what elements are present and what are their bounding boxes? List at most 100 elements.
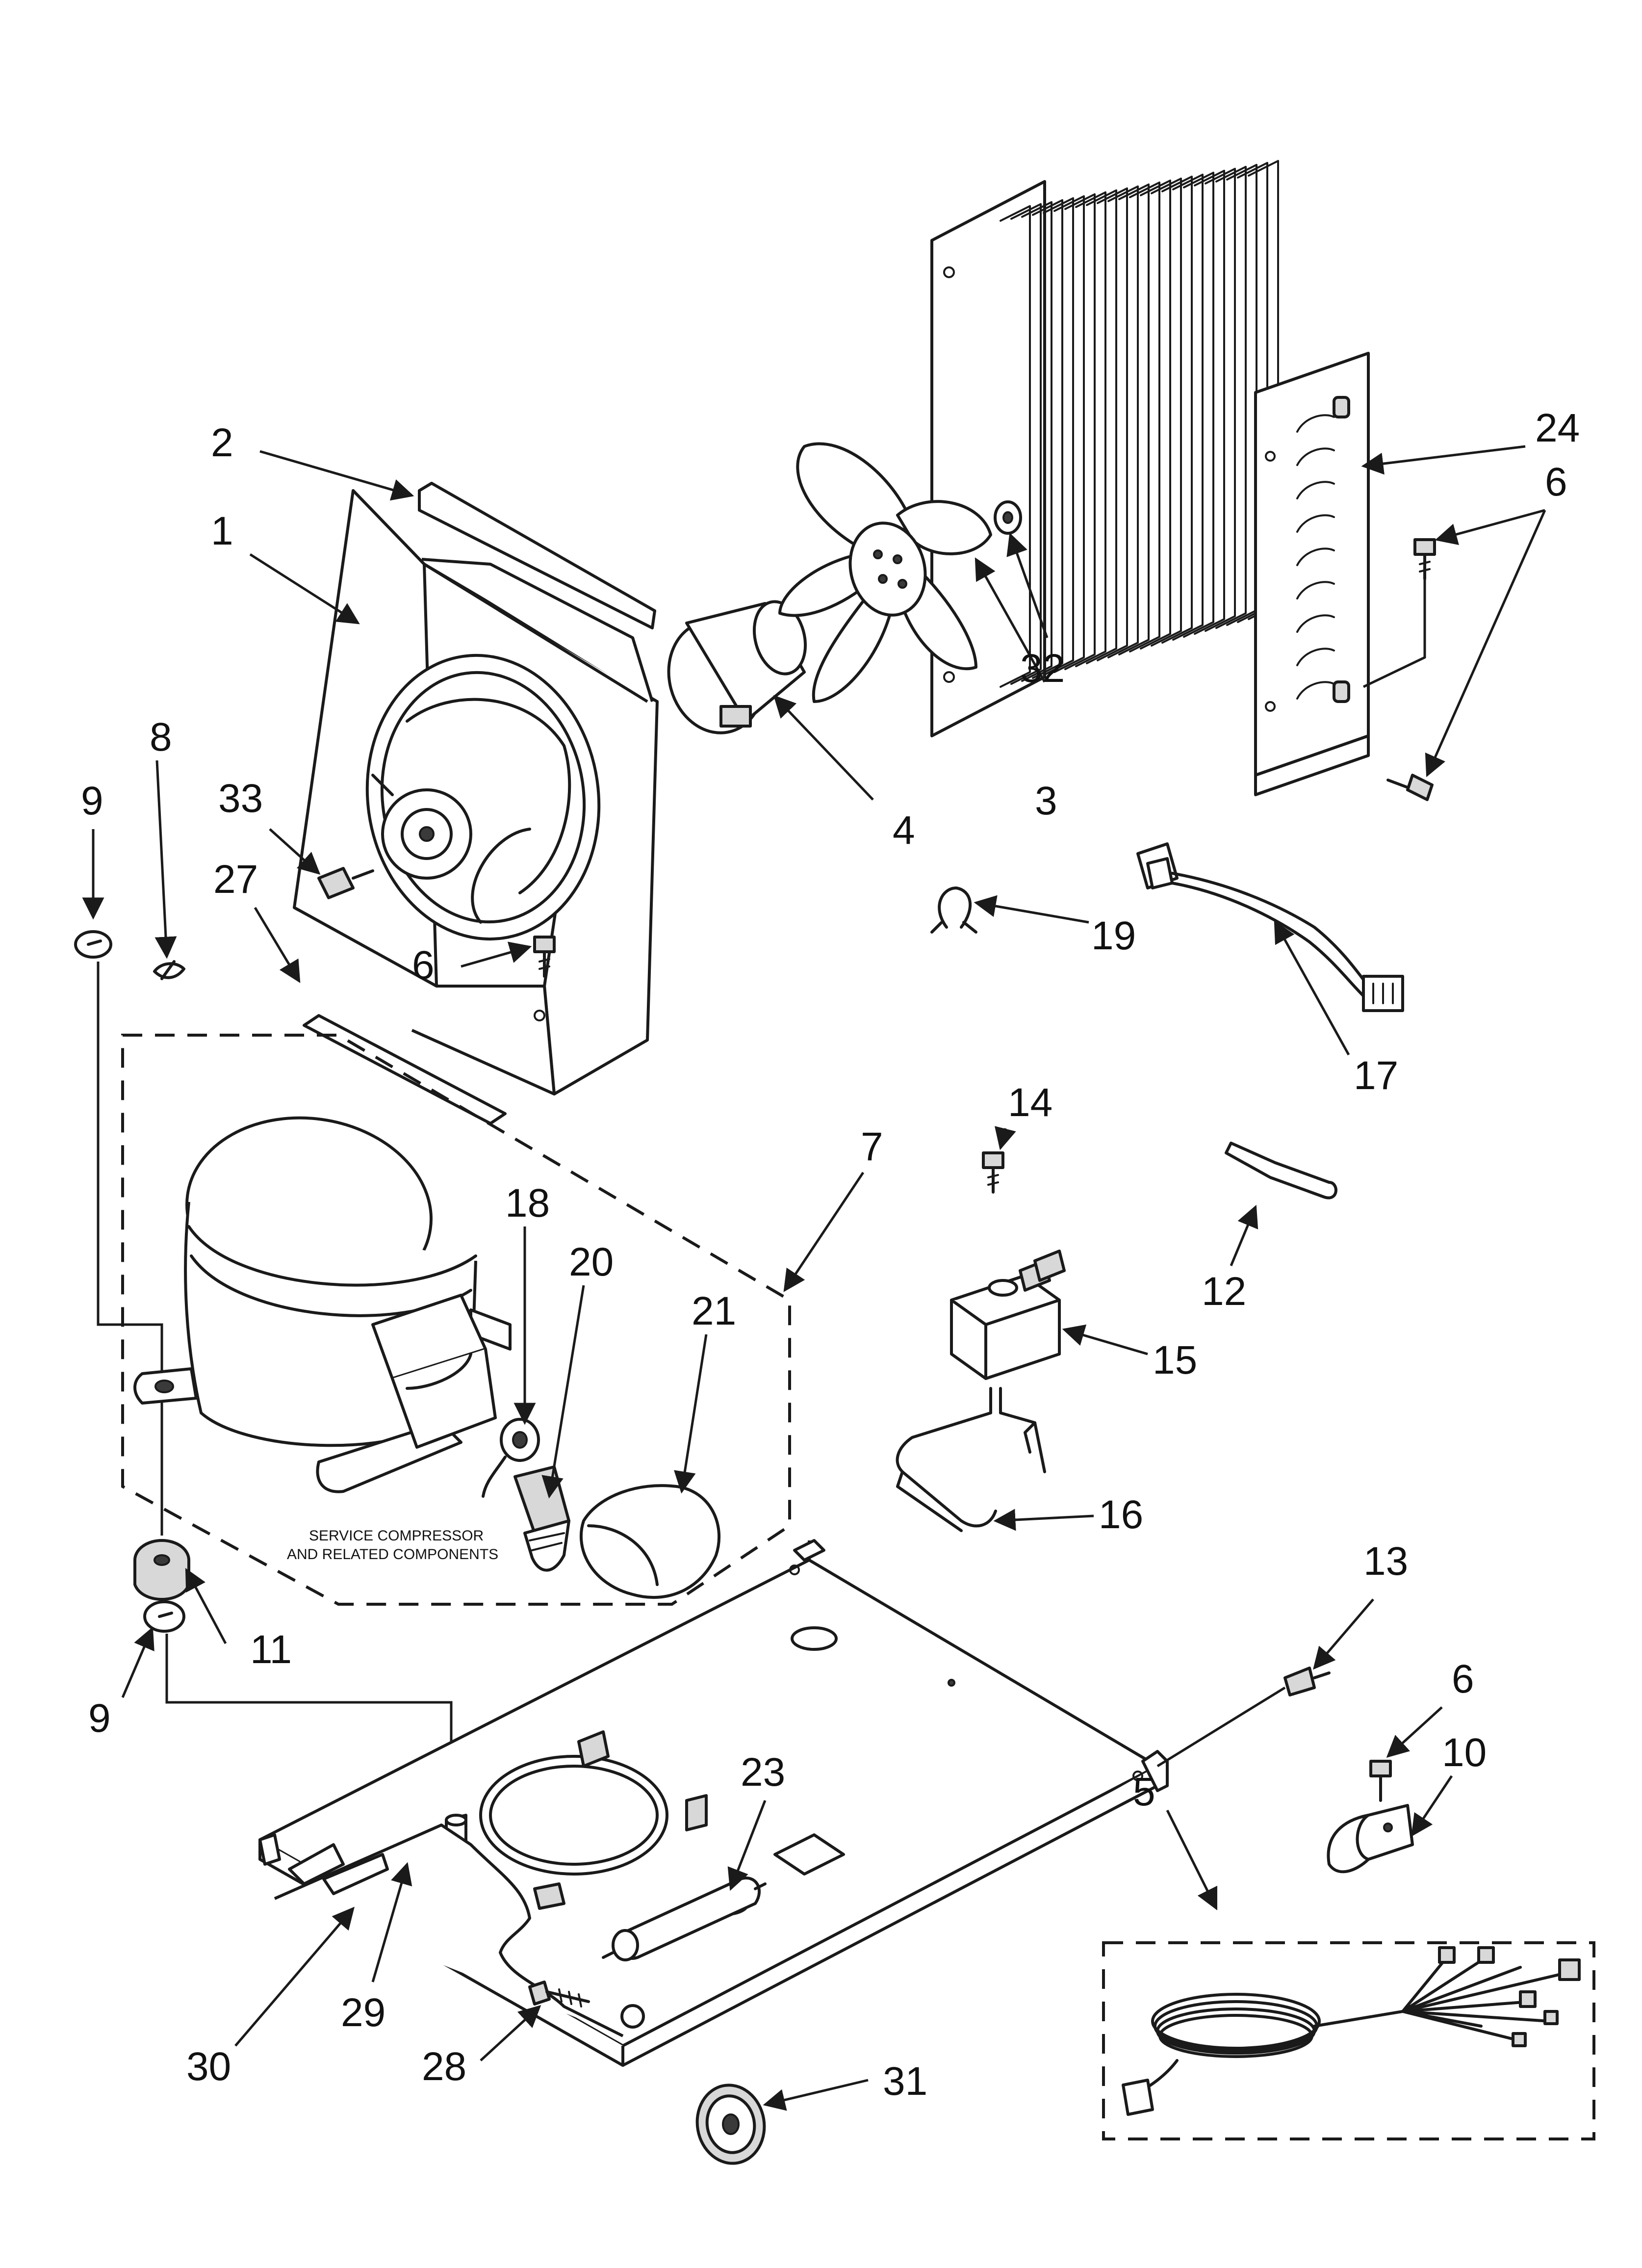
grommet-part — [133, 1539, 190, 1601]
callout-31: 31 — [883, 2059, 927, 2104]
fan-shroud-part — [293, 489, 659, 1095]
callout-9b: 9 — [88, 1696, 111, 1741]
callout-29: 29 — [341, 1990, 385, 2035]
fan-blade-part — [778, 442, 992, 703]
condenser-fin — [1086, 189, 1117, 664]
callout-14: 14 — [1008, 1080, 1052, 1125]
callout-27: 27 — [213, 857, 258, 902]
wheel-part — [695, 2084, 766, 2165]
power-cord-group-outline — [1102, 1941, 1595, 2140]
callout-19: 19 — [1091, 913, 1136, 958]
condenser-fin — [1172, 174, 1204, 641]
screw-part-13 — [1156, 1667, 1331, 1768]
condenser-fin — [1194, 170, 1225, 635]
relay-cover-part — [579, 1484, 721, 1599]
overload-part — [482, 1418, 540, 1498]
condenser-fin — [1215, 166, 1247, 629]
condenser-fin — [1097, 187, 1128, 661]
callout-9a: 9 — [81, 779, 103, 823]
callout-3: 3 — [1035, 779, 1057, 823]
condenser-fin — [1010, 203, 1042, 685]
solenoid-coil-part — [950, 1250, 1066, 1380]
compressor-group-outline — [121, 1034, 791, 1606]
callout-12: 12 — [1202, 1269, 1246, 1314]
leader-lines — [82, 445, 1546, 2111]
callout-11: 11 — [250, 1627, 292, 1672]
condenser-fin — [1064, 193, 1096, 670]
condenser-tube-loop — [1296, 648, 1335, 666]
callout-2: 2 — [211, 420, 233, 465]
callout-5: 5 — [1133, 1770, 1155, 1814]
callout-8: 8 — [150, 715, 172, 759]
condenser-fin — [1129, 182, 1160, 652]
relay-part — [513, 1465, 570, 1572]
tube-part — [1225, 1142, 1337, 1199]
callout-6b: 6 — [412, 943, 435, 988]
condenser-tube-loop — [1296, 481, 1335, 499]
condenser-fin — [1205, 168, 1236, 632]
condenser-fin — [1140, 180, 1171, 650]
plate-part — [303, 1014, 507, 1125]
condenser-fin — [1032, 199, 1063, 679]
callout-21: 21 — [692, 1289, 736, 1333]
condenser-fin — [1237, 162, 1268, 623]
condenser-fin — [1118, 183, 1150, 655]
screw-part-6a — [533, 936, 556, 978]
callout-30: 30 — [186, 2044, 231, 2089]
screw-part-6b — [1413, 538, 1436, 580]
base-pan-part — [258, 1539, 1169, 2067]
callout-18: 18 — [505, 1181, 550, 1225]
condenser-tube-loop — [1296, 681, 1335, 700]
screw-part-6c — [1386, 774, 1434, 801]
condenser-tube-loop — [1296, 514, 1335, 533]
callout-labels: 2 1 3 4 32 24 6 8 9 33 27 6 19 17 14 7 1… — [81, 406, 1580, 2104]
callout-33: 33 — [218, 776, 263, 821]
screw-part-14 — [982, 1151, 1004, 1194]
compressor-part — [133, 1116, 512, 1493]
condenser-fin — [1053, 195, 1085, 673]
service-note-line2: AND RELATED COMPONENTS — [287, 1546, 498, 1563]
callout-13: 13 — [1363, 1539, 1408, 1584]
condenser-fin — [1021, 201, 1052, 682]
solenoid-bracket-part — [896, 1387, 1046, 1532]
condenser-tube-loop — [1296, 447, 1335, 466]
wire-harness-part — [1136, 842, 1404, 1012]
condenser-tube-loops — [1296, 414, 1335, 700]
strip-part — [418, 482, 656, 629]
condenser-tube-loop — [1296, 614, 1335, 633]
callout-23: 23 — [741, 1750, 785, 1795]
fan-motor-part — [667, 587, 845, 734]
callout-15: 15 — [1153, 1338, 1197, 1382]
condenser-fin — [1107, 185, 1139, 658]
callout-6a: 6 — [1545, 460, 1567, 504]
callout-16: 16 — [1099, 1492, 1143, 1537]
callout-1: 1 — [211, 509, 233, 553]
callout-4: 4 — [893, 808, 915, 853]
callout-6c: 6 — [1452, 1657, 1474, 1701]
condenser-fin — [1000, 205, 1031, 688]
condenser-tube-loop — [1296, 414, 1335, 433]
wire-clip-part — [930, 886, 977, 934]
condenser-fin — [1226, 164, 1257, 626]
screw-part-33 — [317, 867, 374, 899]
callout-32: 32 — [1020, 646, 1065, 691]
callout-28: 28 — [422, 2044, 466, 2089]
callout-10: 10 — [1442, 1730, 1487, 1775]
service-note-line1: SERVICE COMPRESSOR — [309, 1528, 484, 1544]
condenser-fin — [1183, 172, 1214, 638]
condenser-tube-loop — [1296, 547, 1335, 566]
clip-part — [153, 960, 185, 980]
callout-20: 20 — [569, 1240, 614, 1284]
condenser-part — [930, 160, 1370, 796]
screw-part-6d — [1369, 1760, 1392, 1802]
callout-24: 24 — [1535, 406, 1580, 450]
callout-17: 17 — [1354, 1053, 1398, 1098]
condenser-tube-loop — [1296, 581, 1335, 600]
condenser-fin — [1151, 178, 1182, 647]
condenser-fin — [1161, 176, 1193, 644]
condenser-fin — [1075, 191, 1106, 667]
condenser-fin — [1043, 197, 1074, 676]
power-cord-part — [1122, 1946, 1581, 2116]
callout-7: 7 — [861, 1124, 883, 1169]
